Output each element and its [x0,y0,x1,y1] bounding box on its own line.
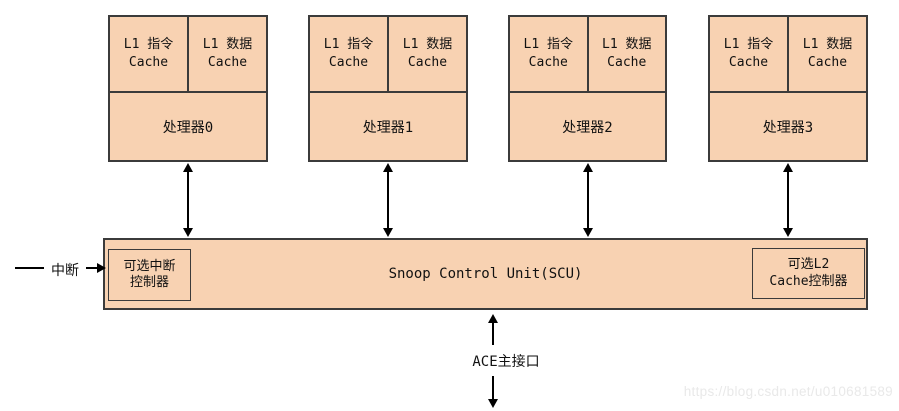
arrow-shaft [492,376,494,399]
l1-instruction-label: L1 指令 [123,36,174,52]
cache-word: Cache [407,54,448,70]
cache-word: Cache [528,54,568,70]
l1-instruction-cache-cell: L1 指令 Cache [710,17,787,91]
arrow-shaft [387,172,389,228]
l1-cache-row: L1 指令 Cache L1 数据 Cache [510,17,665,93]
l1-instruction-cache-cell: L1 指令 Cache [310,17,387,91]
cache-word: Cache [728,54,769,70]
cache-word: Cache [328,54,369,70]
processor-box-3: L1 指令 Cache L1 数据 Cache 处理器3 [708,15,868,162]
processor1-scu-arrow [382,163,394,237]
l2-controller-line1: 可选L2 [787,257,830,273]
scu-label: Snoop Control Unit(SCU) [388,266,583,282]
l1-cache-row: L1 指令 Cache L1 数据 Cache [710,17,866,93]
processor-name: 处理器2 [562,119,613,136]
arrow-up-icon [783,163,793,172]
arrow-up-icon [383,163,393,172]
arrow-shaft [787,172,789,228]
processor2-scu-arrow [582,163,594,237]
processor-name: 处理器3 [762,119,814,136]
arrow-down-icon [183,228,193,237]
l1-instruction-cache-cell: L1 指令 Cache [110,17,187,91]
ace-port-label: ACE主接口 [472,354,540,370]
l1-instruction-label: L1 指令 [323,36,374,52]
processor-box-1: L1 指令 Cache L1 数据 Cache 处理器1 [308,15,468,162]
processor0-scu-arrow [182,163,194,237]
cache-word: Cache [807,54,848,70]
l1-instruction-label: L1 指令 [723,36,774,52]
l1-data-label: L1 数据 [402,36,453,52]
l1-instruction-label: L1 指令 [523,36,573,52]
processor-box-2: L1 指令 Cache L1 数据 Cache 处理器2 [508,15,667,162]
watermark: https://blog.csdn.net/u010681589 [683,384,893,399]
processor-box-0: L1 指令 Cache L1 数据 Cache 处理器0 [108,15,268,162]
arrow-shaft [587,172,589,228]
ace-arrow-down [487,376,499,408]
cache-word: Cache [207,54,248,70]
arrow-up-icon [488,314,498,323]
ace-arrow-up [487,314,499,345]
arrow-shaft [187,172,189,228]
l1-data-cache-cell: L1 数据 Cache [187,17,266,91]
l1-data-label: L1 数据 [602,36,652,52]
processor-name: 处理器1 [362,119,414,136]
l2-controller-line2: Cache控制器 [769,273,848,289]
arrow-right-icon [97,263,106,273]
arrow-down-icon [783,228,793,237]
optional-interrupt-controller: 可选中断 控制器 [108,249,191,301]
cache-word: Cache [607,54,647,70]
l1-data-cache-cell: L1 数据 Cache [787,17,866,91]
arrow-up-icon [583,163,593,172]
l1-data-label: L1 数据 [802,36,853,52]
interrupt-controller-line1: 可选中断 [123,258,176,274]
arrow-down-icon [583,228,593,237]
optional-l2-cache-controller: 可选L2 Cache控制器 [752,248,865,299]
l1-cache-row: L1 指令 Cache L1 数据 Cache [310,17,466,93]
l1-data-cache-cell: L1 数据 Cache [586,17,666,91]
arrow-shaft [492,323,494,345]
interrupt-controller-line2: 控制器 [129,275,169,290]
processor-name: 处理器0 [162,119,214,136]
arrow-up-icon [183,163,193,172]
l1-cache-row: L1 指令 Cache L1 数据 Cache [110,17,266,93]
snoop-control-unit: Snoop Control Unit(SCU) 可选中断 控制器 可选L2 Ca… [103,238,868,310]
l1-instruction-cache-cell: L1 指令 Cache [510,17,587,91]
processor3-scu-arrow [782,163,794,237]
arrow-down-icon [383,228,393,237]
l1-data-label: L1 数据 [202,36,253,52]
l1-data-cache-cell: L1 数据 Cache [387,17,466,91]
cache-word: Cache [128,54,169,70]
interrupt-label: 中断 [51,263,79,279]
interrupt-arrow-shaft-right [86,267,98,269]
arrow-down-icon [488,399,498,408]
interrupt-arrow-shaft-left [15,267,44,269]
